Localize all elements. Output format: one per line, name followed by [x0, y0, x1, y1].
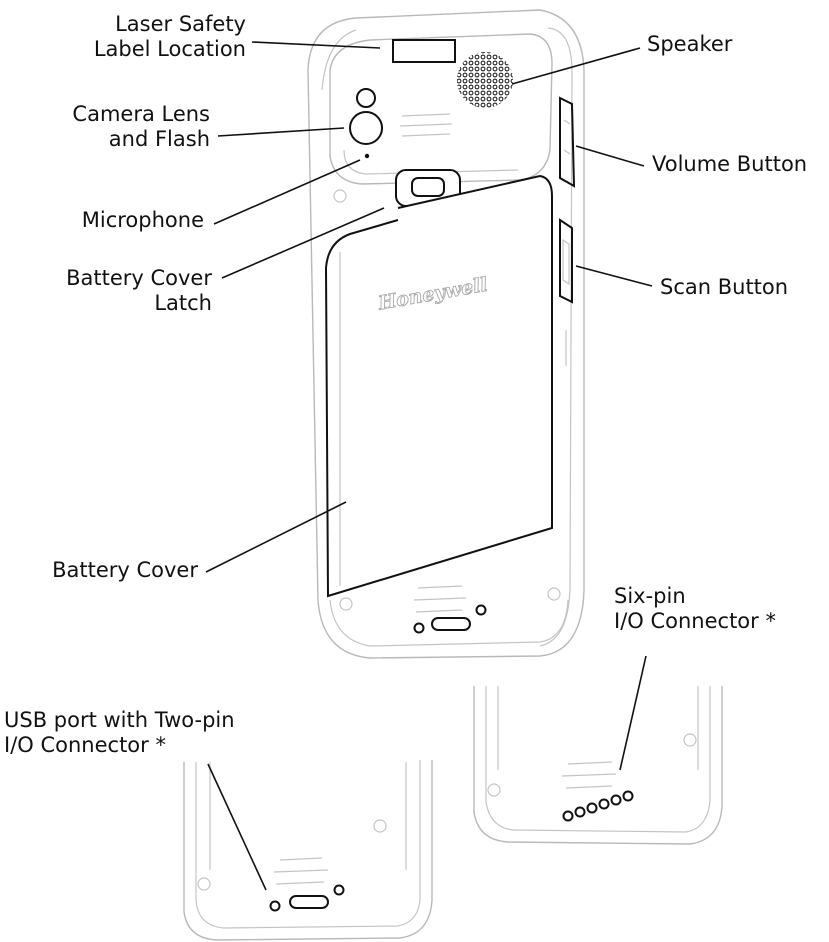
battery-cover-outline	[324, 174, 553, 598]
six-pin-connector-label: Six-pin I/O Connector *	[614, 584, 776, 633]
laser-safety-label	[392, 39, 456, 63]
flash-icon	[356, 88, 376, 108]
six-pin-detail-device	[473, 686, 723, 845]
battery-cover-label: Battery Cover	[52, 558, 198, 582]
six-pin-connector	[562, 790, 634, 822]
volume-button	[559, 96, 576, 188]
speaker-label: Speaker	[647, 32, 733, 56]
scan-button-label: Scan Button	[660, 275, 789, 299]
leader-lines	[205, 41, 653, 891]
camera-lens-flash-label: Camera Lens and Flash	[72, 102, 210, 151]
battery-cover-latch-label: Battery Cover Latch	[66, 266, 212, 315]
microphone-label: Microphone	[81, 208, 204, 232]
laser-safety-label-text: Laser Safety Label Location	[93, 12, 246, 61]
speaker-grill	[457, 52, 513, 108]
main-device: Honeywell	[307, 9, 585, 659]
usb-port-detail	[289, 895, 329, 909]
usb-port	[431, 617, 471, 631]
scan-button	[559, 218, 573, 304]
volume-button-label: Volume Button	[652, 152, 808, 176]
microphone-hole	[364, 153, 370, 159]
usb-detail-device	[183, 760, 433, 941]
usb-two-pin-connector-label: USB port with Two-pin I/O Connector *	[4, 708, 235, 757]
camera-lens-icon	[349, 111, 383, 145]
